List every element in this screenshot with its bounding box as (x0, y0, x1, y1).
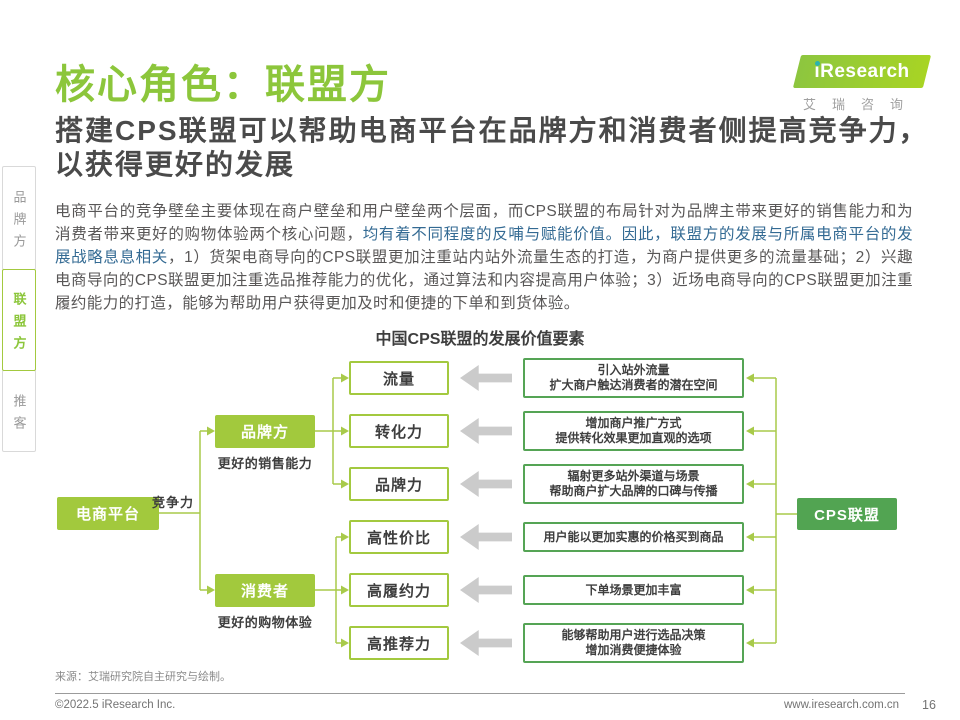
caption-consumer-benefit: 更好的购物体验 (217, 615, 313, 630)
benefit-line: 辐射更多站外渠道与场景 (567, 469, 700, 483)
benefit-box-selection: 能够帮助用户进行选品决策 增加消费便捷体验 (523, 623, 744, 663)
diagram-title: 中国CPS联盟的发展价值要素 (375, 331, 585, 348)
benefit-box-scenarios: 下单场景更加丰富 (523, 575, 744, 605)
paragraph-segment-2: ，1）货架电商导向的CPS联盟更加注重站内站外流量生态的打造，为商户提供更多的流… (55, 249, 913, 312)
website-text: www.iresearch.com.cn (784, 699, 900, 711)
benefit-line: 扩大商户触达消费者的潜在空间 (549, 378, 718, 392)
tab-brand-side-label: 品牌方 (11, 189, 27, 256)
slide-subtitle: 搭建CPS联盟可以帮助电商平台在品牌方和消费者侧提高竞争力，以获得更好的发展 (55, 115, 929, 180)
node-cps-alliance: CPS联盟 (797, 498, 897, 530)
tab-alliance-side[interactable]: 联盟方 (2, 269, 36, 371)
paragraph-segment-1: 电商平台的竞争壁垒主要体现在商户壁垒和用户壁垒两个层面，而CPS联盟的布局针对为… (55, 203, 913, 243)
page-number: 16 (922, 698, 936, 712)
factor-brand-power: 品牌力 (349, 467, 449, 501)
label-competitiveness: 竞争力 (152, 495, 195, 510)
cps-value-diagram: 电商平台 竞争力 品牌方 更好的销售能力 消费者 更好的购物体验 流量 转化力 … (0, 345, 960, 675)
connector-lines (159, 373, 797, 648)
copyright-text: ©2022.5 iResearch Inc. (55, 699, 176, 711)
benefit-box-traffic: 引入站外流量 扩大商户触达消费者的潜在空间 (523, 358, 744, 398)
factor-traffic: 流量 (349, 361, 449, 395)
node-consumer: 消费者 (215, 574, 315, 607)
paragraph-highlight: 均有着不同程度的反哺与赋能价值。因此，联盟方的发展与所属电商平台的发展战略息息相… (55, 226, 913, 266)
tab-promoter-side-label: 推客 (11, 393, 27, 438)
body-paragraph: 电商平台的竞争壁垒主要体现在商户壁垒和用户壁垒两个层面，而CPS联盟的布局针对为… (55, 200, 913, 315)
tab-alliance-side-label: 联盟方 (11, 291, 27, 358)
benefit-line: 能够帮助用户进行选品决策 (561, 628, 706, 642)
section-tabs: 品牌方 联盟方 推客 (2, 166, 36, 452)
factor-cost-performance: 高性价比 (349, 520, 449, 554)
benefit-box-price: 用户能以更加实惠的价格买到商品 (523, 522, 744, 552)
benefit-line: 引入站外流量 (597, 363, 670, 377)
source-note: 来源：艾瑞研究院自主研究与绘制。 (55, 671, 231, 683)
iresearch-logo-band: iResearch (792, 55, 932, 88)
factor-conversion: 转化力 (349, 414, 449, 448)
iresearch-logo-text: iResearch (814, 61, 910, 82)
benefit-line: 下单场景更加丰富 (585, 582, 682, 597)
benefit-line: 帮助商户扩大品牌的口碑与传播 (549, 484, 718, 498)
node-ecommerce-platform: 电商平台 (57, 497, 159, 530)
benefit-line: 增加消费便捷体验 (585, 643, 682, 657)
node-brand-side: 品牌方 (215, 415, 315, 448)
factor-recommendation: 高推荐力 (349, 626, 449, 660)
page-title: 核心角色：联盟方 (55, 63, 391, 107)
benefit-line: 用户能以更加实惠的价格买到商品 (543, 529, 724, 544)
benefit-box-conversion: 增加商户推广方式 提供转化效果更加直观的选项 (523, 411, 744, 451)
iresearch-logo: iResearch 艾瑞咨询 (792, 55, 932, 113)
footer-divider (55, 693, 905, 694)
benefit-box-brand-power: 辐射更多站外渠道与场景 帮助商户扩大品牌的口碑与传播 (523, 464, 744, 504)
benefit-line: 增加商户推广方式 (585, 416, 682, 430)
iresearch-logo-chinese: 艾瑞咨询 (803, 97, 920, 112)
tab-brand-side[interactable]: 品牌方 (2, 166, 36, 270)
caption-brand-benefit: 更好的销售能力 (217, 456, 313, 471)
logo-i-dot-icon (815, 61, 820, 66)
benefit-line: 提供转化效果更加直观的选项 (555, 431, 712, 445)
factor-fulfillment: 高履约力 (349, 573, 449, 607)
